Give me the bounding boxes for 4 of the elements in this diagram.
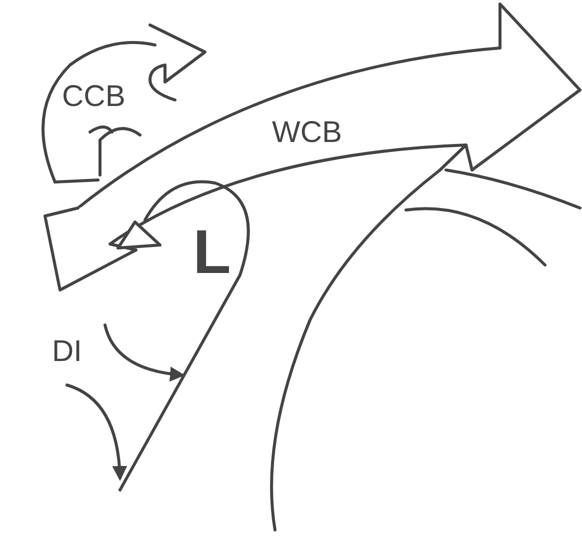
region-label: WCB [272, 118, 342, 148]
region-label: DI [52, 337, 82, 367]
region-label: CCB [62, 82, 126, 112]
region-label: L [193, 222, 231, 284]
